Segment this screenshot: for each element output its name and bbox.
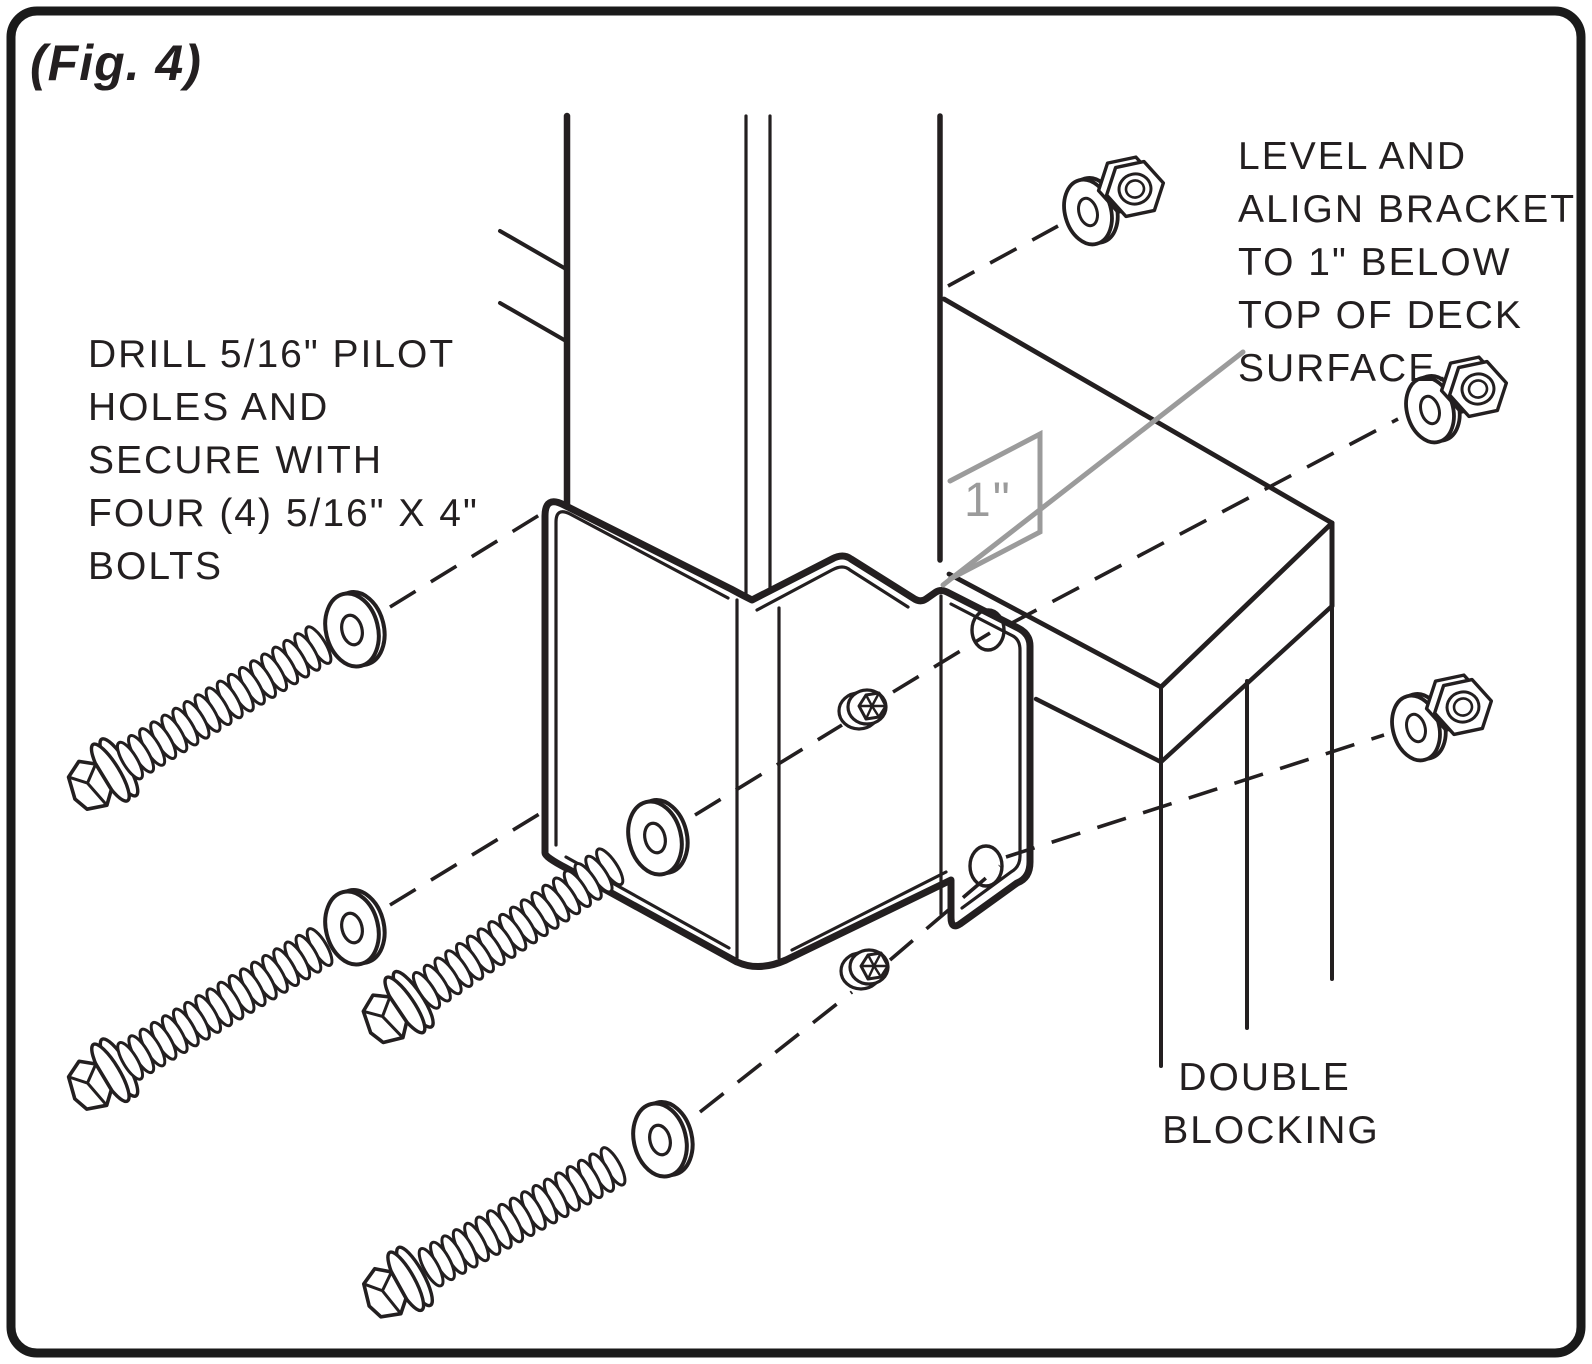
- lag-bolt-4: [361, 1146, 627, 1319]
- level-note: LEVEL AND ALIGN BRACKET TO 1" BELOW TOP …: [1238, 135, 1588, 390]
- lag-bolt-1: [66, 625, 333, 811]
- lag-bolt-4-threads: [417, 1146, 627, 1288]
- flange-inner-outline: [949, 602, 1022, 910]
- drill-note-line-1: DRILL 5/16" PILOT: [88, 333, 455, 376]
- level-note-line-3: TO 1" BELOW: [1238, 241, 1512, 284]
- bracket-inner-top: [755, 565, 910, 612]
- leader-line: [940, 349, 1246, 588]
- drill-note-line-2: HOLES AND: [88, 386, 329, 429]
- blocking-note-line-1: DOUBLE: [1178, 1056, 1350, 1099]
- blocking-note: DOUBLE BLOCKING: [1162, 1056, 1380, 1152]
- lag-bolt-3-threads: [411, 847, 625, 1010]
- hex-nut: [1424, 673, 1494, 737]
- dash-bolt1-exit: [947, 224, 1059, 288]
- lag-bolt-2-threads: [116, 927, 334, 1081]
- washer-bolt-3: [626, 798, 690, 877]
- flange-bolt-top: [837, 688, 888, 731]
- dash-bolt2: [389, 811, 542, 907]
- washer-bolt-1: [323, 590, 387, 669]
- dash-bolt3-b: [892, 631, 991, 694]
- dash-bolt3-a: [694, 723, 843, 817]
- flange-hole-bottom: [968, 844, 1004, 888]
- dimension-marker: 1": [940, 349, 1246, 588]
- drill-note: DRILL 5/16" PILOT HOLES AND SECURE WITH …: [88, 333, 492, 588]
- level-note-line-5: SURFACE.: [1238, 347, 1449, 390]
- drill-note-line-3: SECURE WITH: [88, 439, 383, 482]
- hex-nut: [1096, 155, 1166, 219]
- dash-bolt1: [389, 512, 542, 609]
- dash-bolt4-c: [1005, 733, 1385, 859]
- flange-bolt-bottom: [839, 948, 890, 991]
- figure-label: (Fig. 4): [30, 35, 202, 91]
- bracket-inner-left: [554, 510, 730, 847]
- drill-note-line-5: BOLTS: [88, 545, 223, 588]
- drill-note-line-4: FOUR (4) 5/16" X 4": [88, 492, 479, 535]
- dash-bolt3-c: [1009, 417, 1399, 626]
- hex-nut: [1439, 355, 1509, 419]
- washer-bolt-2: [323, 888, 387, 967]
- dash-bolt4-b: [888, 864, 1002, 962]
- level-note-line-2: ALIGN BRACKET: [1238, 188, 1575, 231]
- lag-bolt-1-threads: [115, 625, 333, 781]
- dimension-bracket: [947, 429, 1043, 582]
- blocking-note-line-2: BLOCKING: [1162, 1109, 1380, 1152]
- level-note-line-1: LEVEL AND: [1238, 135, 1467, 178]
- washer-nut-set-3: [1390, 673, 1494, 763]
- lag-bolt-2: [66, 927, 334, 1111]
- flange-hole-top: [970, 608, 1006, 652]
- rear-rim-edge-1: [498, 229, 568, 271]
- dimension-label: 1": [964, 474, 1012, 527]
- rear-rim-edge-2: [498, 301, 568, 343]
- alignment-dashes: [389, 224, 1399, 1114]
- dash-bolt4-a: [698, 990, 854, 1114]
- washer-nut-set-1: [1062, 155, 1166, 247]
- washer-nut-set-2: [1404, 355, 1509, 445]
- lag-bolt-3: [361, 847, 625, 1045]
- level-note-line-4: TOP OF DECK: [1238, 294, 1523, 337]
- washer-bolt-4: [631, 1100, 695, 1179]
- double-blocking: [1159, 604, 1334, 1068]
